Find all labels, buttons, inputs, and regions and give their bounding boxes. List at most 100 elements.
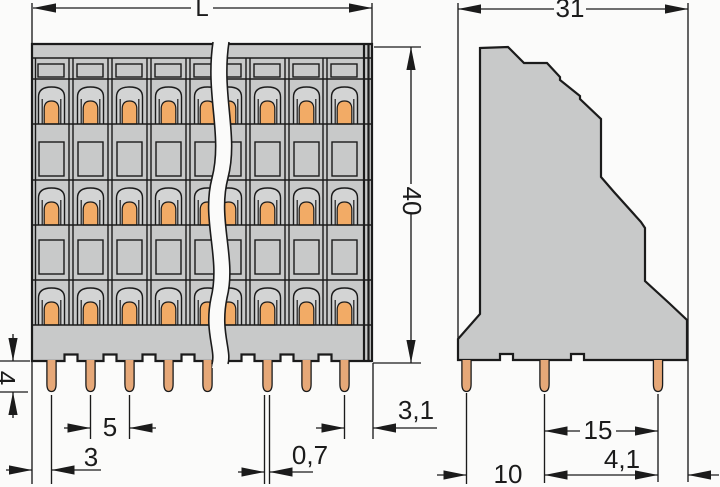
wire-entry-window — [38, 141, 65, 177]
spring-clamp — [259, 201, 276, 226]
dim-height-label: 40 — [397, 187, 427, 216]
spring-clamp — [43, 301, 60, 326]
dim-arrowhead — [544, 426, 568, 436]
dim-arrowhead — [635, 470, 658, 480]
front-solder-pins — [46, 360, 350, 393]
wire-entry-window — [254, 141, 281, 177]
marker-slot — [76, 63, 104, 78]
spring-clamp — [121, 100, 138, 125]
dim-arrowhead — [635, 426, 658, 436]
spring-clamp — [160, 100, 177, 125]
dim-arrowhead — [321, 423, 345, 433]
terminal-cell — [154, 63, 183, 326]
spring-clamp — [121, 201, 138, 226]
wire-entry-window — [116, 141, 143, 177]
marker-slot — [253, 63, 281, 78]
break-line-right-edge — [223, 41, 233, 365]
dim-pin-width-label: 0,7 — [292, 440, 328, 470]
wire-entry-window — [38, 239, 65, 275]
terminal-cell — [76, 63, 105, 326]
break-line-left-edge — [207, 41, 217, 365]
spring-clamp — [259, 301, 276, 326]
solder-pin — [652, 360, 664, 393]
dim-last-pin-to-edge-label: 3,1 — [398, 395, 434, 425]
solder-pin — [539, 360, 550, 393]
dim-arrowhead — [665, 4, 688, 14]
spring-clamp — [160, 201, 177, 226]
terminal-cell — [115, 63, 144, 326]
spring-clamp — [160, 301, 177, 326]
terminal-cell — [292, 63, 321, 326]
marker-slot — [115, 63, 143, 78]
spring-clamp — [82, 201, 99, 226]
dim-arrowhead — [406, 47, 416, 70]
side-view — [456, 45, 689, 393]
dim-depth-label: 31 — [556, 0, 585, 23]
wire-entry-window — [155, 141, 182, 177]
spring-clamp — [82, 100, 99, 125]
wire-entry-window — [77, 141, 104, 177]
terminal-cell — [330, 63, 359, 326]
dim-arrowhead — [458, 4, 481, 14]
dim-arrowhead — [51, 465, 75, 475]
spring-clamp — [336, 100, 353, 125]
wire-entry-window — [116, 239, 143, 275]
dim-arrowhead — [373, 423, 396, 433]
marker-slot — [330, 63, 358, 78]
spring-clamp — [82, 301, 99, 326]
solder-pin — [124, 360, 135, 393]
front-view — [30, 38, 374, 393]
wire-entry-window — [331, 141, 358, 177]
dim-arrowhead — [67, 423, 91, 433]
dim-arrowhead — [406, 340, 416, 363]
wire-entry-window — [254, 239, 281, 275]
dim-arrowhead — [443, 470, 467, 480]
dim-arrowhead — [8, 392, 18, 415]
spring-clamp — [298, 301, 315, 326]
dim-arrowhead — [9, 465, 32, 475]
spring-clamp — [43, 201, 60, 226]
solder-pin — [339, 360, 350, 393]
dim-pin-to-back-edge-label: 4,1 — [604, 444, 640, 474]
marker-slot — [37, 63, 65, 78]
dim-arrowhead — [688, 470, 711, 480]
solder-pin — [461, 360, 472, 393]
solder-pin — [85, 360, 96, 393]
spring-clamp — [298, 201, 315, 226]
dim-arrowhead — [241, 467, 265, 477]
dimension-labels: L 40 4 5 3 0,7 3,1 31 15 10 4,1 — [0, 0, 640, 487]
marker-slot — [154, 63, 182, 78]
dim-arrowhead — [8, 338, 18, 361]
wire-entry-window — [293, 239, 320, 275]
side-solder-pins — [461, 360, 664, 393]
dim-pin-pitch-label: 5 — [103, 412, 117, 442]
solder-pin — [163, 360, 174, 393]
spring-clamp — [298, 100, 315, 125]
dim-arrowhead — [129, 423, 153, 433]
terminal-cell — [253, 63, 282, 326]
dim-edge-to-first-pin-label: 3 — [84, 442, 98, 472]
marker-slot — [292, 63, 320, 78]
dim-arrowhead — [33, 3, 56, 13]
solder-pin — [301, 360, 312, 393]
dim-arrowhead — [269, 467, 293, 477]
dim-arrowhead — [349, 3, 372, 13]
spring-clamp — [121, 301, 138, 326]
wire-entry-window — [293, 141, 320, 177]
solder-pin — [46, 360, 57, 393]
dim-deck-pin-spacing-label: 15 — [584, 415, 613, 445]
side-profile — [456, 45, 689, 362]
dimension-lines — [0, 3, 719, 484]
wire-entry-window — [77, 239, 104, 275]
dim-arrowhead — [544, 470, 568, 480]
dim-pin-length-label: 4 — [0, 371, 21, 385]
spring-clamp — [43, 100, 60, 125]
cell-partition-walls — [34, 58, 328, 325]
spring-clamp — [259, 100, 276, 125]
spring-clamp — [336, 301, 353, 326]
wire-entry-window — [155, 239, 182, 275]
solder-pin — [202, 360, 213, 393]
spring-clamp — [336, 201, 353, 226]
solder-pin — [262, 360, 273, 393]
